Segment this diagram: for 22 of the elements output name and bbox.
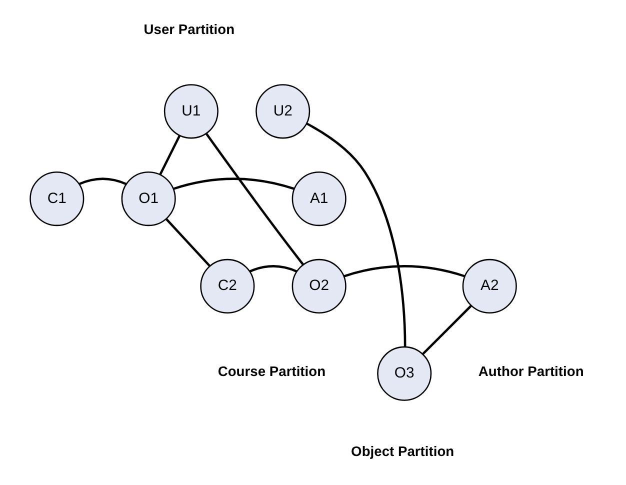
node-circle: O3 [376, 346, 432, 401]
node-circle: U2 [255, 84, 310, 139]
node-circle: C2 [200, 258, 254, 314]
node-circle: U1 [163, 84, 218, 139]
connector [165, 218, 210, 267]
connector [422, 304, 472, 355]
connector [306, 122, 406, 347]
node-circle: C1 [29, 172, 84, 226]
label: Course Partition [217, 363, 326, 380]
label: User Partition [143, 21, 234, 38]
label: Author Partition [478, 363, 584, 380]
node-circle: O1 [120, 172, 176, 226]
connector [249, 265, 297, 273]
connector [172, 178, 294, 190]
connector [205, 133, 304, 266]
node-circle: O2 [291, 258, 346, 314]
connector [78, 178, 126, 186]
label: Object Partition [350, 443, 454, 460]
node-circle: A2 [462, 258, 516, 314]
connector [343, 265, 464, 278]
node-circle: A1 [291, 172, 346, 226]
connector [158, 135, 180, 175]
